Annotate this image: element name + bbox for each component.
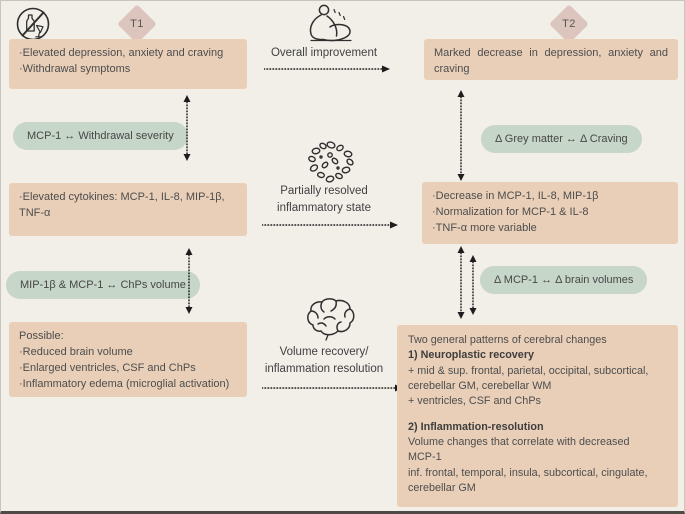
timepoint-t2-diamond: T2 <box>549 4 589 44</box>
box-line: ·Decrease in MCP-1, IL-8, MIP-1β <box>432 190 599 202</box>
mcp1-brain-volumes-correlation-pill: Δ MCP-1 ↔ Δ brain volumes <box>480 266 648 294</box>
volume-recovery-label: Volume recovery/ inflammation resolution <box>239 344 409 379</box>
box-line: ·Enlarged ventricles, CSF and ChPs <box>19 361 196 374</box>
label-line: inflammatory state <box>277 202 371 215</box>
pill-label: MIP-1β & MCP-1 ↔ ChPs volume <box>20 279 186 291</box>
label-line: Partially resolved <box>280 185 368 197</box>
box-line: TNF-α <box>19 206 51 219</box>
box-line: inf. frontal, temporal, insula, subcorti… <box>408 466 648 479</box>
box-line: ·Elevated depression, anxiety and cravin… <box>19 47 224 59</box>
t1-cytokines-box: ·Elevated cytokines: MCP-1, IL-8, MIP-1β… <box>9 183 247 236</box>
pill-label: Δ Grey matter ↔ Δ Craving <box>495 133 628 145</box>
box-line: ·Reduced brain volume <box>19 345 133 358</box>
box-line: ·Inflammatory edema (microglial activati… <box>19 377 230 390</box>
inflammatory-state-label: Partially resolved inflammatory state <box>239 183 409 218</box>
cells-cluster-icon <box>304 139 358 185</box>
dotted-double-arrow <box>468 255 478 320</box>
dotted-right-arrow <box>261 217 398 235</box>
pill-label: Δ MCP-1 ↔ Δ brain volumes <box>494 274 634 286</box>
dotted-right-arrow <box>263 61 390 79</box>
spacer <box>408 410 667 420</box>
t2-mood-box: Marked decrease in depression, anxiety a… <box>424 39 678 80</box>
box-line: ·Elevated cytokines: MCP-1, IL-8, MIP-1β… <box>19 191 225 203</box>
mcp1-withdrawal-correlation-pill: MCP-1 ↔ Withdrawal severity <box>13 122 188 150</box>
withdrawal-person-icon <box>297 3 365 43</box>
no-alcohol-icon <box>13 4 53 44</box>
grey-matter-craving-correlation-pill: Δ Grey matter ↔ Δ Craving <box>481 125 642 153</box>
t1-possible-changes-box: Possible: ·Reduced brain volume ·Enlarge… <box>9 322 247 397</box>
t2-cytokines-box: ·Decrease in MCP-1, IL-8, MIP-1β ·Normal… <box>422 182 678 244</box>
box-line: ·Withdrawal symptoms <box>19 62 131 75</box>
timepoint-t1-diamond: T1 <box>117 4 157 44</box>
pill-label: MCP-1 ↔ Withdrawal severity <box>27 130 174 142</box>
mip1b-mcp1-chps-correlation-pill: MIP-1β & MCP-1 ↔ ChPs volume <box>6 271 200 299</box>
dotted-double-arrow <box>456 246 466 324</box>
box-line: ·Normalization for MCP-1 & IL-8 <box>432 205 589 218</box>
dotted-right-arrow <box>261 380 403 398</box>
dotted-double-arrow <box>184 248 194 319</box>
box-line: 1) Neuroplastic recovery <box>408 349 535 362</box>
box-line: Possible: <box>19 330 64 342</box>
box-line: + mid & sup. frontal, parietal, occipita… <box>408 364 649 377</box>
label-line: Volume recovery/ <box>279 346 369 358</box>
dotted-double-arrow <box>182 95 192 166</box>
dotted-double-arrow <box>456 90 466 186</box>
t1-symptoms-box: ·Elevated depression, anxiety and cravin… <box>9 39 247 89</box>
box-line: + ventricles, CSF and ChPs <box>408 395 541 408</box>
brain-icon <box>303 297 357 341</box>
box-line: cerebellar GM, cerebellar WM <box>408 379 552 392</box>
label-line: inflammation resolution <box>264 363 384 376</box>
box-line: MCP-1 <box>408 451 442 464</box>
box-line: Two general patterns of cerebral changes <box>408 334 607 346</box>
box-line: ·TNF-α more variable <box>432 221 537 234</box>
box-line: cerebellar GM <box>408 481 476 494</box>
timepoint-t2-label: T2 <box>562 18 576 30</box>
box-line: Volume changes that correlate with decre… <box>408 435 630 448</box>
timepoint-t1-label: T1 <box>130 18 144 30</box>
box-line: 2) Inflammation-resolution <box>408 420 544 433</box>
overall-improvement-label: Overall improvement <box>270 47 378 59</box>
t2-cerebral-changes-box: Two general patterns of cerebral changes… <box>397 325 678 507</box>
